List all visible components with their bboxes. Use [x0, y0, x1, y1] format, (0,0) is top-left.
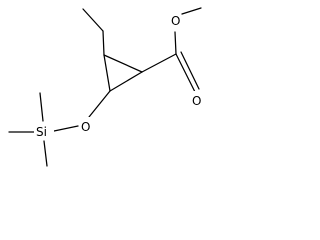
- bond-silicon-methyl-bottom: [43, 140, 48, 167]
- silyl-ether-oxygen-mask: [79, 117, 91, 133]
- bond-ring-left: [103, 54, 111, 92]
- carbonyl-oxygen-label: O: [192, 94, 201, 108]
- methoxy-oxygen-label: O: [171, 14, 180, 28]
- bond-ring-carbonyl: [141, 53, 177, 73]
- bond-ring-silyloxy: [88, 90, 111, 118]
- carbonyl-oxygen-mask: [190, 91, 202, 107]
- methoxy-oxygen-mask: [169, 12, 181, 28]
- bond-carbonyl-ester-oxygen: [174, 31, 177, 55]
- silyl-ether-oxygen-label: O: [81, 120, 90, 134]
- bond-ethyl-ring: [102, 30, 105, 56]
- silicon-label: Si: [36, 125, 47, 139]
- bond-carbonyl-double-a: [175, 53, 196, 93]
- bond-layer: [8, 7, 202, 167]
- bond-ring-top-right: [103, 54, 143, 73]
- bond-ethyl-methyl: [82, 8, 104, 32]
- bond-ring-bottom: [109, 71, 143, 92]
- chemical-structure-diagram: O O O Si: [0, 0, 206, 170]
- bond-silicon-methyl-top: [39, 92, 44, 122]
- bond-oxygen-silicon: [53, 125, 79, 132]
- silicon-mask: [34, 123, 54, 139]
- bond-methoxy: [181, 7, 202, 15]
- bond-carbonyl-double-b: [180, 51, 200, 90]
- atom-label-layer: O O O Si: [34, 12, 202, 139]
